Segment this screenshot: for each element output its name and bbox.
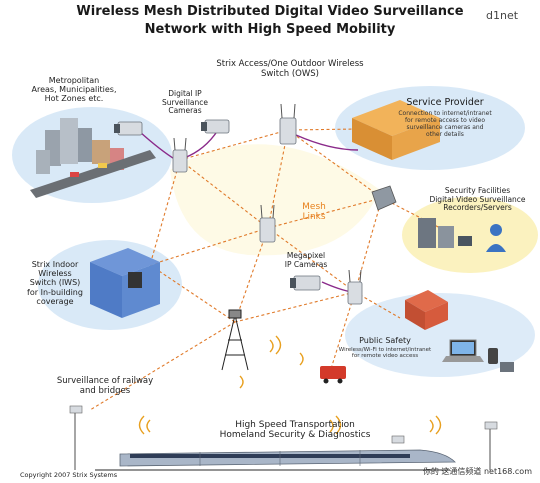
building — [78, 128, 92, 162]
building — [36, 150, 50, 174]
megapixel-camera — [290, 275, 321, 291]
mesh-link — [149, 264, 236, 323]
camera-body — [204, 119, 230, 134]
cell-tower — [221, 309, 249, 371]
mesh-link — [267, 129, 289, 229]
mesh-link — [267, 227, 356, 293]
vehicle — [70, 172, 79, 177]
vehicle — [98, 163, 107, 168]
signal-waves — [138, 335, 442, 435]
security-label: Security Facilities Digital Video Survei… — [429, 186, 526, 213]
security-zone — [402, 197, 538, 273]
high-speed-train — [95, 449, 456, 471]
security-gateway — [371, 185, 397, 211]
mesh-links — [89, 127, 449, 411]
mesh-link — [287, 129, 383, 199]
public-safety-desc: Wireless/Wi-Fi to internet/intranet for … — [338, 347, 432, 360]
camera-body — [117, 121, 143, 136]
railway-label: Surveillance of railway and bridges — [56, 376, 154, 396]
mesh-links-label: Mesh Links — [302, 202, 326, 223]
public-safety-illustration — [320, 290, 514, 384]
mesh-link — [329, 291, 356, 373]
ows-access-points — [172, 103, 397, 305]
footer-watermark: 你的 这通信频道 net168.com — [422, 467, 532, 476]
security-servers — [418, 218, 506, 252]
metro-city-illustration — [30, 118, 156, 198]
camera-lens — [201, 122, 207, 131]
service-provider-desc: Connection to internet/intranet for remo… — [398, 110, 492, 138]
watermark: d1net — [486, 9, 519, 22]
rail-cameras — [69, 405, 498, 470]
cable — [295, 134, 359, 151]
mesh-link — [234, 291, 356, 323]
ows-node — [279, 103, 297, 145]
iws-label: Strix Indoor Wireless Switch (IWS) for I… — [27, 260, 83, 306]
mesh-link — [234, 227, 269, 323]
copyright: Copyright 2007 Strix Systems — [20, 471, 118, 479]
service-provider-title: Service Provider — [406, 97, 484, 108]
transport-label: High Speed Transportation Homeland Secur… — [219, 420, 371, 441]
diagram-title-line1: Wireless Mesh Distributed Digital Video … — [76, 4, 464, 19]
building — [92, 140, 110, 164]
public-safety-zone — [345, 293, 535, 377]
diagram-title-line2: Network with High Speed Mobility — [144, 22, 396, 37]
public-safety-title: Public Safety — [359, 336, 411, 345]
road — [30, 150, 156, 198]
camera-lens — [114, 124, 120, 133]
iws-building — [90, 248, 160, 318]
mesh-link — [179, 129, 289, 161]
mesh-link — [179, 159, 269, 229]
mesh-link — [149, 227, 269, 266]
mesh-link — [89, 321, 236, 411]
service-provider-building — [352, 100, 440, 160]
ows-node — [172, 137, 188, 173]
ows-label: Strix Access/One Outdoor Wireless Switch… — [216, 59, 364, 79]
mesh-link — [149, 159, 181, 266]
mesh-zone — [170, 144, 380, 256]
megapixel-label: Megapixel IP Cameras — [284, 251, 328, 269]
metro-label: Metropolitan Areas, Municipalities, Hot … — [31, 76, 117, 104]
ows-node — [347, 269, 363, 305]
ows-node — [259, 204, 276, 243]
building — [60, 118, 78, 164]
digital-ip-label: Digital IP Surveillance Cameras — [162, 89, 208, 116]
digital-ip-cameras — [114, 119, 230, 136]
